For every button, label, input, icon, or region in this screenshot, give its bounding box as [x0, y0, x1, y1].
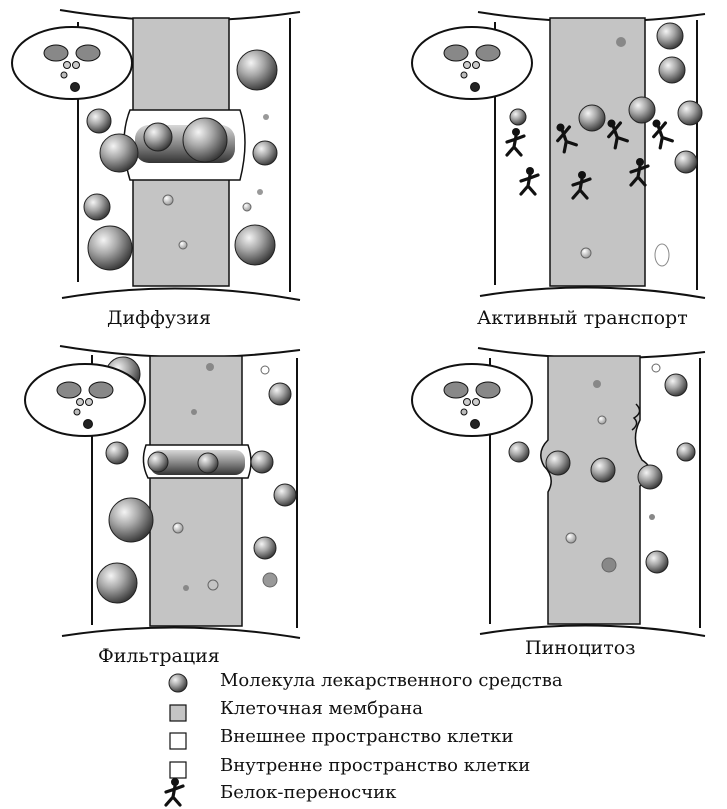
membrane-swatch-icon: [170, 705, 186, 721]
organism-inset: [25, 364, 145, 436]
small-particle: [263, 573, 277, 587]
drug-molecule: [109, 498, 153, 542]
drug-molecule: [509, 442, 529, 462]
legend-label-membrane: Клеточная мембрана: [220, 698, 423, 719]
outer-space-swatch-icon: [170, 733, 186, 749]
small-particle: [593, 380, 601, 388]
drug-molecule: [235, 225, 275, 265]
drug-molecule: [100, 134, 138, 172]
drug-molecule: [198, 453, 218, 473]
drug-molecule: [88, 226, 132, 270]
panel-title-diffusion: Диффузия: [107, 307, 211, 329]
panel-title-filtration: Фильтрация: [98, 645, 220, 667]
small-particle: [652, 364, 660, 372]
drug-molecule: [657, 23, 683, 49]
small-particle: [183, 585, 189, 591]
bottom-boundary: [62, 288, 300, 300]
small-particle: [206, 363, 214, 371]
legend-label-drug-molecule: Молекула лекарственного средства: [220, 670, 563, 691]
drug-molecule: [97, 563, 137, 603]
panel-active-transport: [412, 12, 705, 298]
small-particle: [261, 366, 269, 374]
drug-molecule: [274, 484, 296, 506]
organism-inset: [12, 27, 132, 99]
legend-label-inner-space: Внутренне пространство клетки: [220, 755, 530, 776]
drug-molecule: [579, 105, 605, 131]
small-particle: [163, 195, 173, 205]
panel-title-pinocytosis: Пиноцитоз: [525, 637, 636, 659]
small-particle: [243, 203, 251, 211]
drug-molecule: [629, 97, 655, 123]
legend-label-outer-space: Внешнее пространство клетки: [220, 726, 514, 747]
drug-molecule: [646, 551, 668, 573]
drug-molecule: [677, 443, 695, 461]
small-particle: [191, 409, 197, 415]
drug-molecule: [659, 57, 685, 83]
drug-molecule: [253, 141, 277, 165]
small-particle: [602, 558, 616, 572]
drug-molecule: [183, 118, 227, 162]
drug-molecule: [87, 109, 111, 133]
small-particle: [598, 416, 606, 424]
carrier-protein-icon: [166, 778, 183, 805]
small-particle: [173, 523, 183, 533]
small-particle: [649, 514, 655, 520]
organism-inset: [412, 27, 532, 99]
drug-molecule: [638, 465, 662, 489]
carrier-protein: [521, 167, 538, 194]
drug-molecule: [675, 151, 697, 173]
drug-molecule: [665, 374, 687, 396]
drug-molecule: [106, 442, 128, 464]
small-particle: [263, 114, 269, 120]
small-particle: [616, 37, 626, 47]
organism-inset: [412, 364, 532, 436]
drug-molecule: [591, 458, 615, 482]
drug-molecule: [251, 451, 273, 473]
panel-filtration: [25, 346, 300, 638]
legend-label-carrier-protein: Белок-переносчик: [220, 782, 396, 803]
carrier-protein: [507, 128, 524, 155]
drug-molecule: [510, 109, 526, 125]
small-particle: [566, 533, 576, 543]
legend-icons: [166, 674, 187, 805]
cell-membrane: [541, 356, 651, 624]
drug-molecule: [237, 50, 277, 90]
inner-space-swatch-icon: [170, 762, 186, 778]
small-particle: [581, 248, 591, 258]
drug-molecule: [148, 452, 168, 472]
cell-membrane: [150, 356, 242, 626]
drug-molecule: [546, 451, 570, 475]
panel-pinocytosis: [412, 348, 705, 636]
small-particle: [257, 189, 263, 195]
drug-molecule: [144, 123, 172, 151]
drug-molecule: [254, 537, 276, 559]
small-particle: [179, 241, 187, 249]
panel-title-active-transport: Активный транспорт: [477, 307, 688, 329]
drug-molecule: [269, 383, 291, 405]
drug-molecule: [84, 194, 110, 220]
drug-molecule-icon: [169, 674, 187, 692]
drug-molecule: [678, 101, 702, 125]
panel-diffusion: [12, 10, 300, 300]
vesicle: [655, 244, 669, 266]
carrier-protein: [647, 116, 675, 148]
